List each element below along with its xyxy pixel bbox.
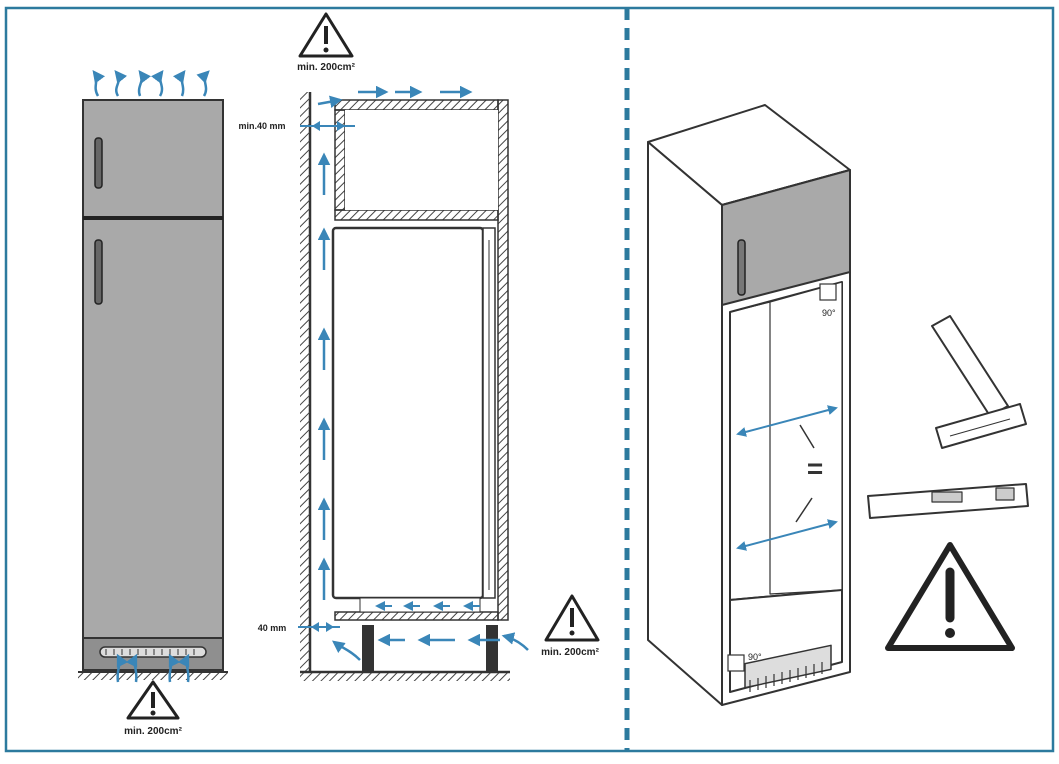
built-in-fridge-body [331,226,485,600]
gap-top-label: min.40 mm [238,121,285,131]
warning-triangle-icon [544,594,600,642]
vent-top-label: min. 200cm² [297,62,355,73]
cabinet-perspective [647,104,851,706]
equal-sign: = [807,453,823,484]
upper-cabinet-door [721,169,851,306]
outer-frame [4,6,1055,753]
angle-top-label: 90° [822,308,836,318]
warning-triangle-icon [298,12,354,58]
set-square-icon [931,315,1027,449]
vent-bottom-label: min. 200cm² [124,726,182,737]
warning-triangle-icon [885,542,1015,651]
warning-triangle-icon [126,680,180,720]
built-in-cross-section: min.40 mm 40 mm min. 200cm² min. 200cm² [238,12,600,681]
gap-bottom-label: 40 mm [258,623,287,633]
bottom-vent-grille [99,646,207,658]
vent-right-label: min. 200cm² [541,647,599,658]
airflow-arrow-icon [92,69,210,97]
spirit-level-icon [867,483,1029,519]
freestanding-fridge: min. 200cm² [78,69,228,737]
angle-bottom-label: 90° [748,652,762,662]
